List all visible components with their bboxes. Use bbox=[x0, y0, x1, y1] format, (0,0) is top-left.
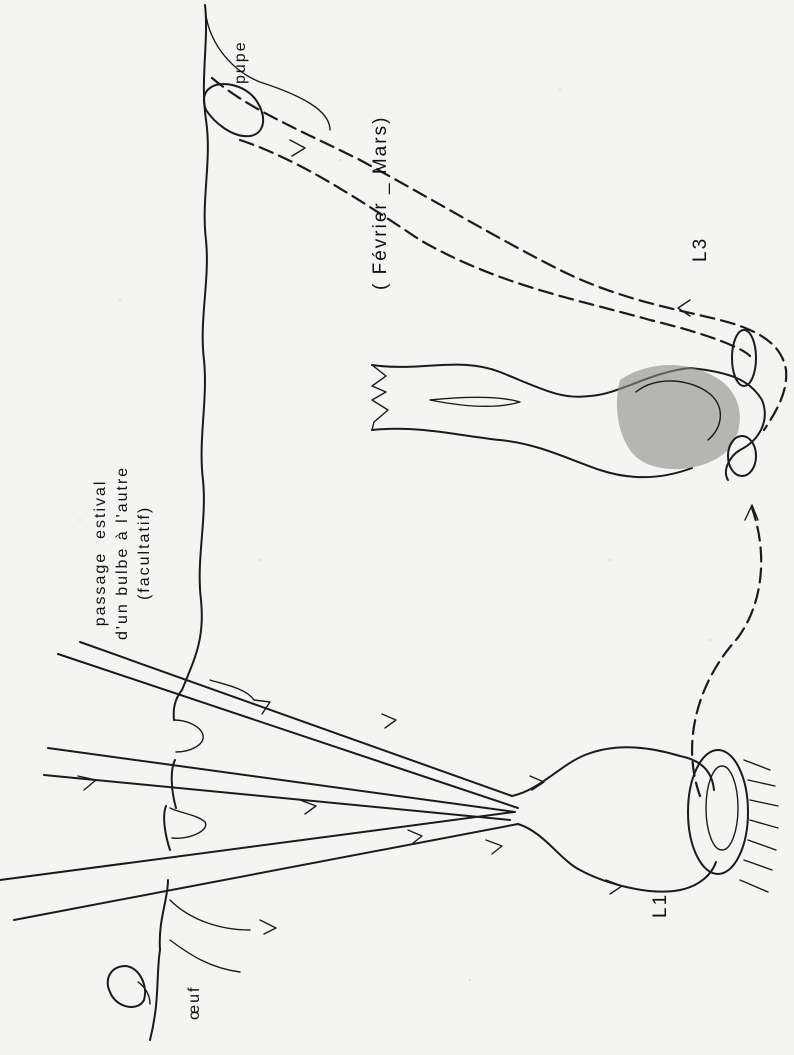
period-label: ( Février _ Mars) bbox=[370, 116, 392, 290]
summer-passage-label: passage estival d'un bulbe à l'autre (fa… bbox=[90, 466, 156, 640]
stage-l1-label: L1 bbox=[650, 893, 672, 918]
stage-l3-label: L3 bbox=[690, 237, 712, 262]
plant-stem-lines bbox=[0, 642, 518, 920]
egg-label: œuf bbox=[186, 986, 204, 1020]
arrow-markers bbox=[78, 140, 758, 934]
pupa-label: pupe bbox=[232, 40, 250, 84]
larval-gallery-stipple bbox=[617, 365, 740, 469]
egg-shape bbox=[108, 966, 145, 1007]
pupa-shape bbox=[204, 84, 263, 136]
bulb-left bbox=[512, 747, 716, 891]
